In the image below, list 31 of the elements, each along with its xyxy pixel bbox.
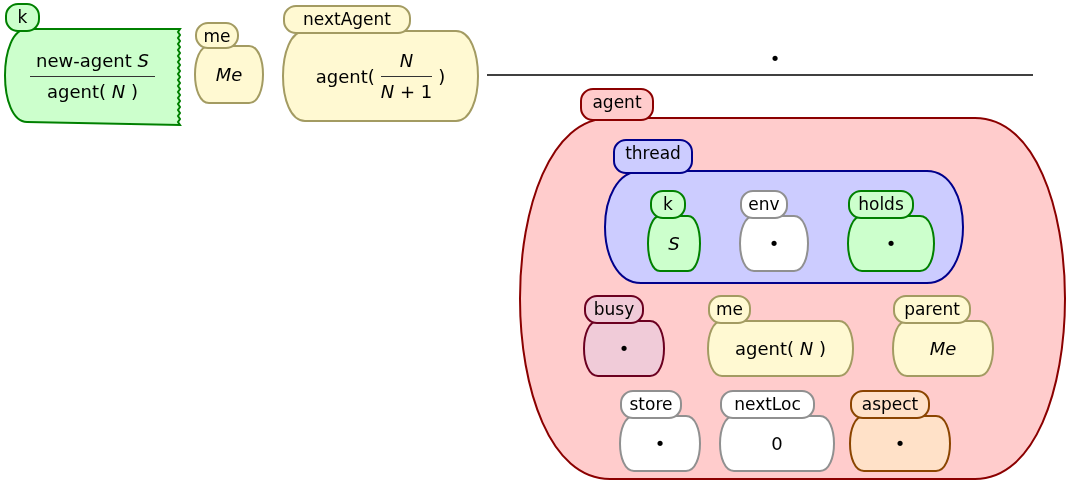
cell-label: nextLoc (733, 393, 802, 416)
cell-content: new-agent S (35, 48, 150, 73)
cell-label: env (747, 193, 781, 216)
cell-label: aspect (860, 393, 920, 416)
cell-content: Me (215, 63, 243, 87)
cell-label: busy (592, 298, 636, 321)
cell-content: N + 1 (380, 80, 433, 104)
rewrite-term: • (768, 48, 782, 69)
cell-label: k (16, 6, 29, 29)
cell-content: Me (929, 337, 957, 361)
cell-label: k (662, 193, 674, 216)
cell-label: store (628, 393, 674, 416)
cell-label: me (202, 25, 232, 48)
cell-content: ) (438, 64, 446, 89)
cell-content: • (885, 232, 897, 256)
cell-content: • (618, 337, 630, 361)
cell-content: agent( (315, 64, 375, 89)
cell-content: N (399, 49, 414, 73)
cell-label: parent (903, 298, 961, 321)
cell-label: nextAgent (302, 8, 392, 31)
cell-content: • (894, 432, 906, 456)
cell-label: holds (857, 193, 905, 216)
cell-label: thread (624, 142, 682, 165)
cell-content: • (654, 432, 666, 456)
cell-content: 0 (771, 432, 783, 456)
cell-content: agent( N ) (47, 79, 138, 104)
cell-content: agent( N ) (735, 337, 826, 361)
cell-label: me (715, 298, 744, 321)
cell-label: agent (591, 91, 643, 114)
cell-content: • (768, 232, 780, 256)
cell-content: S (668, 232, 680, 256)
